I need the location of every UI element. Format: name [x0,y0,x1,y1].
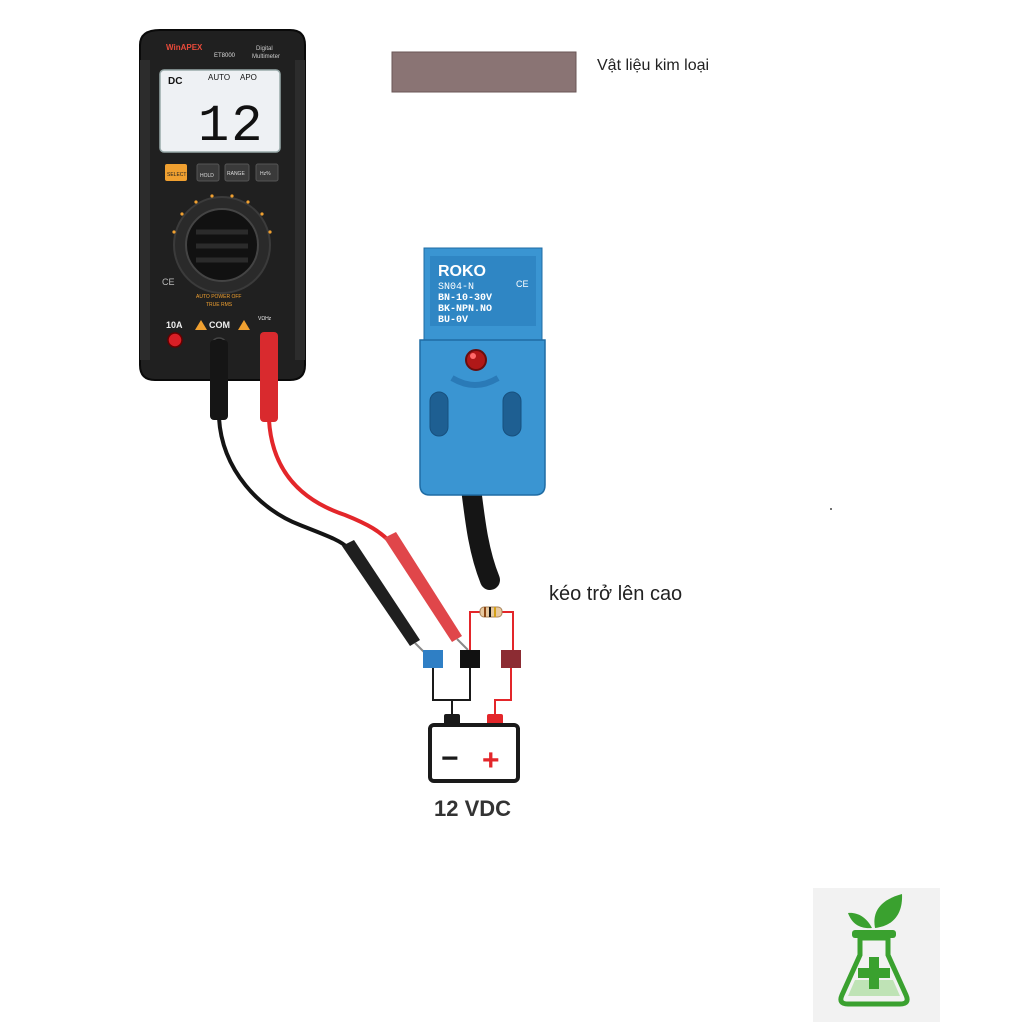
multimeter-brand: WinAPEX [166,43,203,52]
hz-button[interactable] [255,163,279,182]
speck-dot [830,508,832,510]
hz-button-label: Hz% [260,171,271,177]
select-button-label: SELECT [167,172,186,178]
lcd-mode-dc: DC [168,76,182,87]
terminal-blue [423,650,443,668]
warning-icon [238,320,250,330]
metal-sample [391,51,577,93]
battery-icon: − + [428,714,520,783]
proximity-sensor: ROKO CE SN04-N BN-10-30V BK-NPN.NO BU-0V [419,247,546,590]
battery-plus: + [482,744,500,777]
red-probe-handle [384,532,462,642]
flask-plus-icon [813,888,940,1022]
pullup-resistor-label: kéo trở lên cao [549,583,683,605]
hold-button-label: HOLD [200,173,214,179]
logo-background [813,888,940,1022]
warning-icon [195,320,207,330]
terminal-brown [501,650,521,668]
lcd-mode-auto: AUTO [208,73,230,82]
multimeter-ce-mark: CE [162,277,175,287]
range-button[interactable] [224,163,250,182]
lcd-mode-apo: APO [240,73,257,82]
sensor-line-1: SN04-N [438,282,474,293]
black-probe-plug [210,340,228,420]
jack-v-label: VΩHz [258,316,272,322]
wire-output-to-negative [452,665,471,701]
range-button-label: RANGE [227,171,245,177]
sensor-led [465,349,487,371]
wire-positive [494,665,512,716]
sensor-body [419,339,546,496]
sensor-line-2: BN-10-30V [438,293,492,304]
sensor-line-3: BK-NPN.NO [438,304,492,315]
multimeter-model: ET8000 [214,53,236,59]
battery-body [428,723,520,783]
battery-minus: − [441,742,459,775]
sensor-brand: ROKO [438,263,486,280]
multimeter-lcd [159,69,281,153]
hold-button[interactable] [196,163,220,182]
multimeter-note-1: AUTO POWER OFF [196,294,241,300]
wiring-circuit: − + [423,606,521,783]
multimeter-subtitle-2: Multimeter [252,54,280,60]
supply-voltage-label: 12 VDC [434,796,512,821]
sensor-line-4: BU-0V [438,315,468,326]
lcd-reading: 12 [198,97,264,156]
multimeter-note-2: TRUE RMS [206,302,233,308]
red-probe-plug [260,332,278,422]
resistor-icon [479,606,503,618]
multimeter: WinAPEX ET8000 Digital Multimeter DC AUT… [139,29,306,381]
wire-negative [432,665,453,716]
mount-slot-right [502,391,522,437]
select-button[interactable] [165,164,187,181]
jack-com-label: COM [209,320,230,330]
flask-outline [838,935,910,1007]
metal-material-label: Vật liệu kim loại [597,57,710,74]
black-probe-wire [217,417,350,550]
jack-10a-label: 10A [166,320,183,330]
mount-slot-left [429,391,449,437]
jack-10a[interactable] [167,332,183,348]
sensor-ce-mark: CE [516,279,529,289]
terminal-black [460,650,480,668]
black-probe-handle [342,540,420,646]
red-probe-wire [267,419,390,542]
wire-pullup [469,611,514,652]
red-probe-tip [456,638,469,651]
multimeter-subtitle-1: Digital [256,46,273,52]
